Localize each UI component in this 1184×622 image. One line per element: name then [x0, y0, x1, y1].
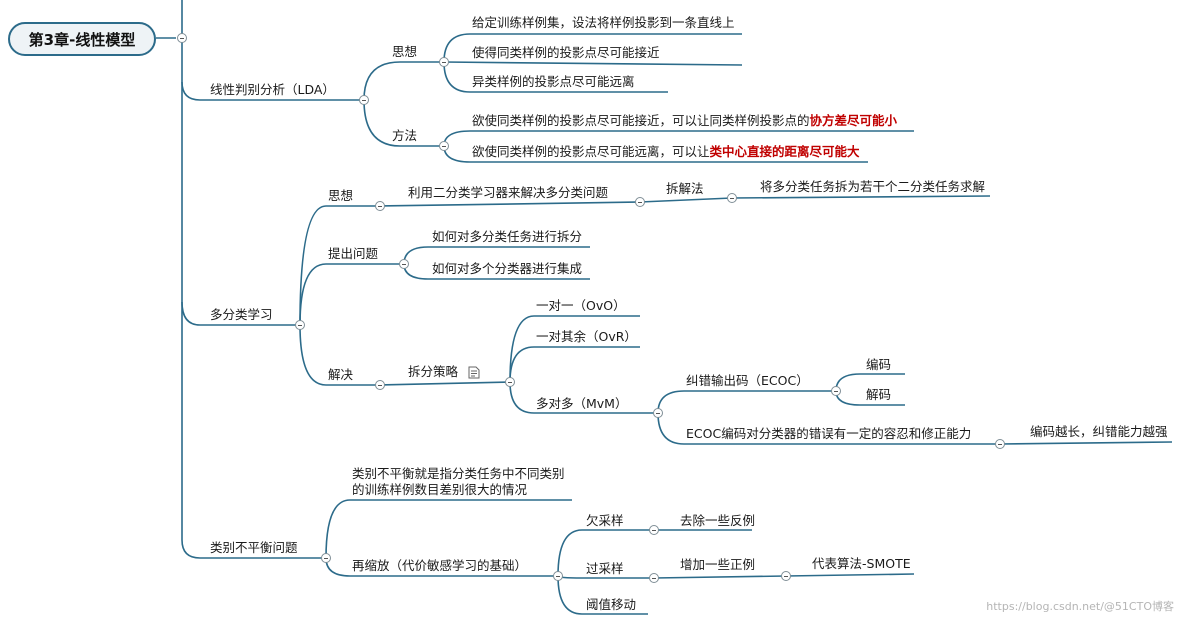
topic-undersampling-leaf[interactable]: 去除一些反例: [680, 513, 756, 528]
topic-lda-idea-item1[interactable]: 给定训练样例集，设法将样例投影到一条直线上: [472, 15, 735, 30]
topic-strategy[interactable]: 拆分策略: [408, 364, 459, 379]
topic-oversampling-leaf[interactable]: 增加一些正例: [680, 557, 756, 572]
topic-lda-method-item1[interactable]: 欲使同类样例的投影点尽可能接近，可以让同类样例投影点的协方差尽可能小: [472, 113, 897, 129]
topic-ecoc[interactable]: 纠错输出码（ECOC）: [686, 373, 809, 388]
method-item1-highlight: 协方差尽可能小: [809, 113, 898, 128]
topic-lda-idea[interactable]: 思想: [392, 44, 418, 59]
collapse-icon[interactable]: [635, 197, 645, 207]
collapse-icon[interactable]: [831, 386, 841, 396]
topic-solve[interactable]: 解决: [328, 367, 354, 382]
topic-ecoc-leaf[interactable]: 编码越长，纠错能力越强: [1030, 424, 1168, 439]
topic-lda-method-item2[interactable]: 欲使同类样例的投影点尽可能远离，可以让类中心直接的距离尽可能大: [472, 144, 860, 160]
topic-ovr[interactable]: 一对其余（OvR）: [536, 329, 637, 344]
collapse-icon[interactable]: [399, 259, 409, 269]
collapse-icon[interactable]: [375, 201, 385, 211]
collapse-icon[interactable]: [653, 408, 663, 418]
collapse-icon[interactable]: [439, 57, 449, 67]
collapse-icon[interactable]: [649, 525, 659, 535]
topic-undersampling[interactable]: 欠采样: [586, 513, 624, 528]
topic-definition-line1[interactable]: 类别不平衡就是指分类任务中不同类别: [352, 466, 565, 481]
topic-threshold[interactable]: 阈值移动: [586, 597, 637, 612]
topic-decode[interactable]: 解码: [866, 387, 892, 402]
topic-ecoc-note[interactable]: ECOC编码对分类器的错误有一定的容忍和修正能力: [686, 426, 972, 441]
note-icon[interactable]: [468, 366, 480, 379]
collapse-icon[interactable]: [177, 33, 187, 43]
collapse-icon[interactable]: [781, 571, 791, 581]
topic-lda-idea-item2[interactable]: 使得同类样例的投影点尽可能接近: [472, 45, 660, 60]
collapse-icon[interactable]: [995, 439, 1005, 449]
topic-multi-idea-child[interactable]: 利用二分类学习器来解决多分类问题: [408, 185, 609, 200]
root-topic[interactable]: 第3章-线性模型: [8, 22, 156, 56]
topic-questions[interactable]: 提出问题: [328, 246, 379, 261]
method-item1-text: 欲使同类样例的投影点尽可能接近，可以让同类样例投影点的: [472, 113, 810, 128]
topic-multiclass[interactable]: 多分类学习: [210, 307, 273, 322]
collapse-icon[interactable]: [649, 573, 659, 583]
method-item2-text: 欲使同类样例的投影点尽可能远离，可以让: [472, 144, 710, 159]
topic-definition-line2[interactable]: 的训练样例数目差别很大的情况: [352, 482, 528, 497]
topic-imbalance[interactable]: 类别不平衡问题: [210, 540, 298, 555]
topic-question-2[interactable]: 如何对多个分类器进行集成: [432, 261, 583, 276]
topic-lda[interactable]: 线性判别分析（LDA）: [210, 82, 335, 97]
topic-mvm[interactable]: 多对多（MvM）: [536, 396, 628, 411]
collapse-icon[interactable]: [505, 377, 515, 387]
collapse-icon[interactable]: [321, 553, 331, 563]
topic-question-1[interactable]: 如何对多分类任务进行拆分: [432, 229, 583, 244]
collapse-icon[interactable]: [727, 193, 737, 203]
topic-lda-method[interactable]: 方法: [392, 128, 418, 143]
topic-split-method-leaf[interactable]: 将多分类任务拆为若干个二分类任务求解: [760, 179, 986, 194]
topic-rescale[interactable]: 再缩放（代价敏感学习的基础）: [352, 558, 528, 573]
collapse-icon[interactable]: [439, 141, 449, 151]
collapse-icon[interactable]: [553, 571, 563, 581]
watermark: https://blog.csdn.net/@51CTO博客: [986, 600, 1174, 613]
collapse-icon[interactable]: [359, 95, 369, 105]
topic-lda-idea-item3[interactable]: 异类样例的投影点尽可能远离: [472, 74, 635, 89]
root-label: 第3章-线性模型: [28, 30, 136, 49]
topic-oversampling[interactable]: 过采样: [586, 561, 624, 576]
collapse-icon[interactable]: [295, 320, 305, 330]
topic-smote[interactable]: 代表算法-SMOTE: [812, 556, 911, 571]
method-item2-highlight: 类中心直接的距离尽可能大: [709, 144, 860, 159]
collapse-icon[interactable]: [375, 380, 385, 390]
topic-split-method[interactable]: 拆解法: [666, 181, 704, 196]
topic-multi-idea[interactable]: 思想: [328, 188, 354, 203]
topic-ovo[interactable]: 一对一（OvO）: [536, 298, 626, 313]
topic-encode[interactable]: 编码: [866, 357, 892, 372]
